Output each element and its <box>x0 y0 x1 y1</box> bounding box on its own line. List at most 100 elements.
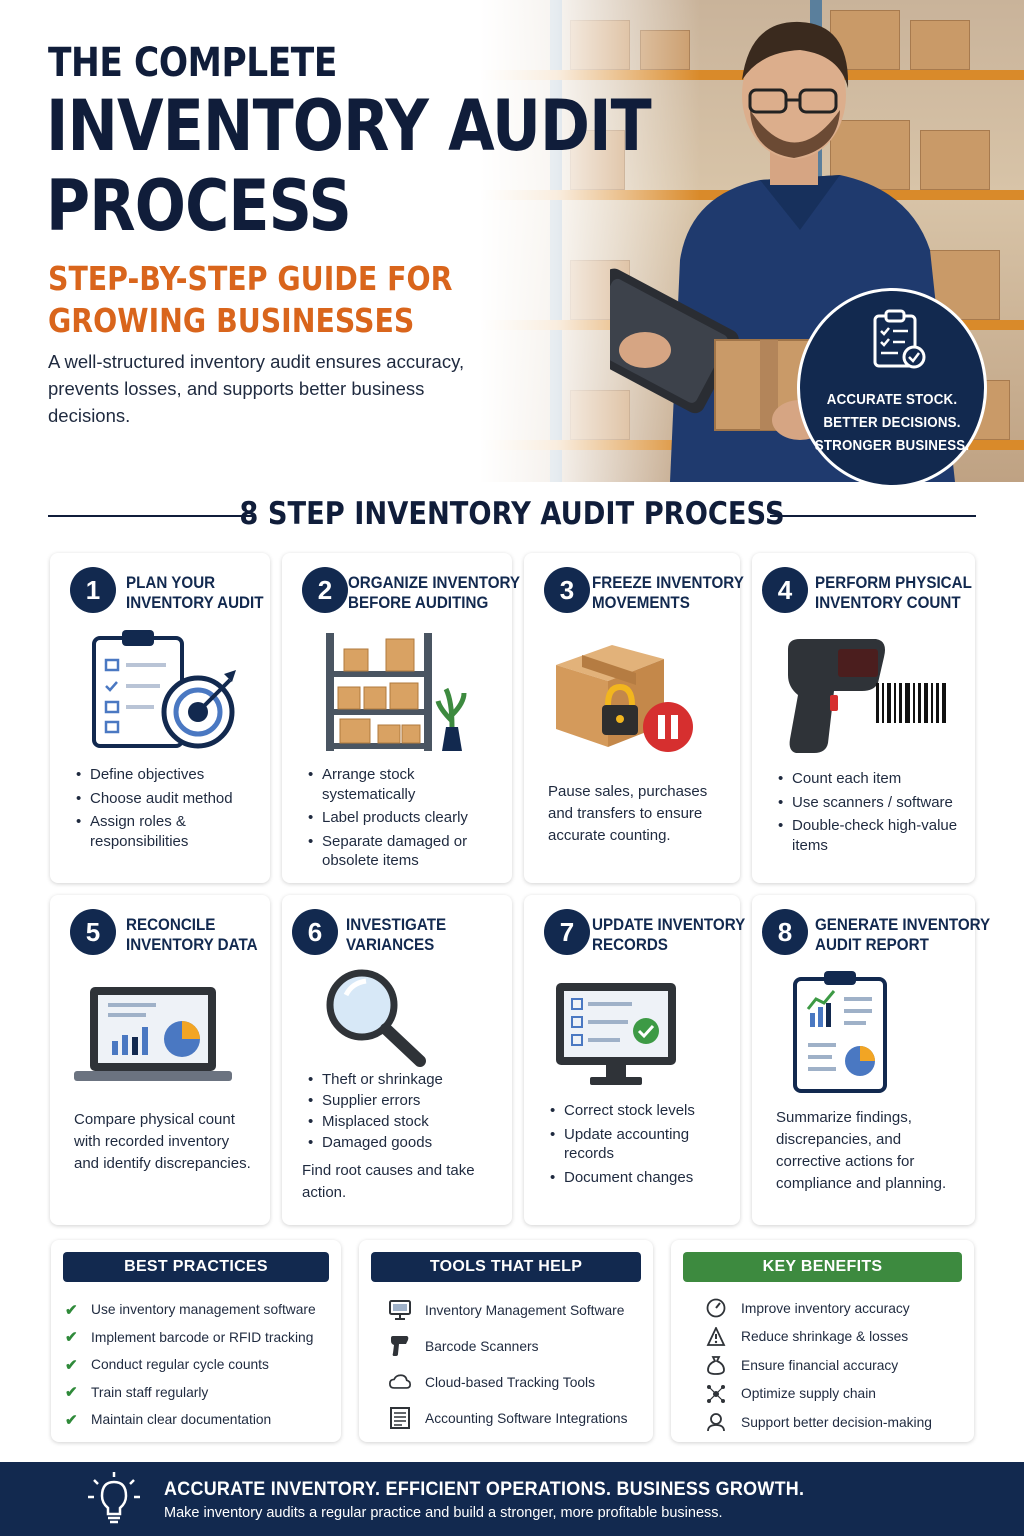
list-item: Misplaced stock <box>306 1113 502 1131</box>
cloud-icon <box>389 1371 411 1393</box>
network-icon <box>705 1383 727 1405</box>
step-bullets: Define objectives Choose audit method As… <box>74 765 260 855</box>
benefits-title: KEY BENEFITS <box>683 1252 962 1282</box>
badge-line-2: BETTER DECISIONS. <box>823 415 961 431</box>
step-bullets: Arrange stock systematically Label produ… <box>306 765 502 875</box>
list-item: Separate damaged or obsolete items <box>306 832 502 871</box>
step-card-3: 3 FREEZE INVENTORY MOVEMENTS Pause sales… <box>524 553 744 883</box>
step-title: PERFORM PHYSICAL INVENTORY COUNT <box>815 574 972 612</box>
slogan-badge: ACCURATE STOCK. BETTER DECISIONS. STRONG… <box>797 288 987 488</box>
list-item: ✔Maintain clear documentation <box>65 1411 272 1429</box>
step-title: UPDATE INVENTORY RECORDS <box>592 916 746 954</box>
section-heading: 8 STEP INVENTORY AUDIT PROCESS <box>239 496 785 532</box>
step-number: 4 <box>762 567 808 613</box>
report-clipboard-icon <box>793 971 887 1093</box>
footer-title: ACCURATE INVENTORY. EFFICIENT OPERATIONS… <box>164 1478 805 1500</box>
step-number: 3 <box>544 567 590 613</box>
step-title: RECONCILE INVENTORY DATA <box>126 916 258 954</box>
person-idea-icon <box>705 1411 727 1433</box>
list-item: Improve inventory accuracy <box>705 1294 966 1323</box>
step-title: GENERATE INVENTORY AUDIT REPORT <box>815 916 991 954</box>
tools-title: TOOLS THAT HELP <box>371 1252 641 1282</box>
shield-alert-icon <box>705 1326 727 1348</box>
step-number: 2 <box>302 567 348 613</box>
list-item: ✔Train staff regularly <box>65 1384 209 1402</box>
list-item: ✔Use inventory management software <box>65 1301 316 1319</box>
list-item: Assign roles & responsibilities <box>74 812 260 851</box>
list-item: Define objectives <box>74 765 260 785</box>
benefits-list: Improve inventory accuracy Reduce shrink… <box>705 1294 966 1437</box>
step-number: 5 <box>70 909 116 955</box>
step-title: PLAN YOUR INVENTORY AUDIT <box>126 574 264 612</box>
subtitle: STEP-BY-STEP GUIDE FOR GROWING BUSINESSE… <box>48 258 452 342</box>
footer-subtitle: Make inventory audits a regular practice… <box>164 1505 723 1521</box>
footer-banner: ACCURATE INVENTORY. EFFICIENT OPERATIONS… <box>0 1462 1024 1536</box>
check-icon: ✔ <box>65 1329 78 1347</box>
benefits-panel: KEY BENEFITS Improve inventory accuracy … <box>671 1240 974 1442</box>
laptop-charts-icon <box>74 987 232 1081</box>
list-item: Label products clearly <box>306 808 502 828</box>
step-card-1: 1 PLAN YOUR INVENTORY AUDIT Define objec… <box>50 553 270 883</box>
list-item: Update accounting records <box>548 1125 730 1164</box>
list-item: Barcode Scanners <box>389 1328 645 1364</box>
list-item: Double-check high-value items <box>776 816 965 855</box>
best-practices-list: ✔Use inventory management software ✔Impl… <box>65 1296 333 1434</box>
step-bullets: Count each item Use scanners / software … <box>776 769 965 859</box>
list-item: Theft or shrinkage <box>306 1071 502 1089</box>
list-item: Use scanners / software <box>776 793 965 813</box>
step-title: INVESTIGATE VARIANCES <box>346 916 447 954</box>
step-title: ORGANIZE INVENTORY BEFORE AUDITING <box>348 574 521 612</box>
checklist-clipboard-icon <box>873 309 926 369</box>
step-description: Compare physical count with recorded inv… <box>74 1111 251 1172</box>
step-card-6: 6 INVESTIGATE VARIANCES Theft or shrinka… <box>282 895 512 1225</box>
list-item: Document changes <box>548 1168 730 1188</box>
list-item: Inventory Management Software <box>389 1292 645 1328</box>
title-line-1: INVENTORY AUDIT <box>46 85 652 167</box>
lightbulb-icon <box>88 1472 140 1524</box>
list-item: ✔Conduct regular cycle counts <box>65 1356 269 1374</box>
shelving-boxes-icon <box>326 633 467 751</box>
tools-panel: TOOLS THAT HELP Inventory Management Sof… <box>359 1240 653 1442</box>
step-title: FREEZE INVENTORY MOVEMENTS <box>592 574 744 612</box>
list-item: Ensure financial accuracy <box>705 1351 966 1380</box>
step-card-5: 5 RECONCILE INVENTORY DATA Compare physi… <box>50 895 270 1225</box>
best-practices-panel: BEST PRACTICES ✔Use inventory management… <box>51 1240 341 1442</box>
divider-right <box>770 515 976 517</box>
list-item: Correct stock levels <box>548 1101 730 1121</box>
list-item: Arrange stock systematically <box>306 765 502 804</box>
list-item: Damaged goods <box>306 1134 502 1152</box>
step-card-4: 4 PERFORM PHYSICAL INVENTORY COUNT Count… <box>752 553 975 883</box>
step-card-2: 2 ORGANIZE INVENTORY BEFORE AUDITING Arr… <box>282 553 521 883</box>
subtitle-line-2: GROWING BUSINESSES <box>48 301 415 340</box>
step-number: 8 <box>762 909 808 955</box>
divider-left <box>48 515 254 517</box>
badge-line-1: ACCURATE STOCK. <box>826 392 958 408</box>
locked-box-pause-icon <box>556 645 693 752</box>
barcode-scanner-icon <box>788 639 946 753</box>
step-description: Summarize findings, discrepancies, and c… <box>776 1109 947 1192</box>
subtitle-line-1: STEP-BY-STEP GUIDE FOR <box>48 259 453 298</box>
list-item: ✔Implement barcode or RFID tracking <box>65 1329 314 1347</box>
badge-line-3: STRONGER BUSINESS. <box>814 438 970 454</box>
magnifying-glass-icon <box>326 969 426 1067</box>
list-item: Choose audit method <box>74 789 260 809</box>
spreadsheet-icon <box>389 1407 411 1429</box>
list-item: Supplier errors <box>306 1092 502 1110</box>
list-item: Support better decision-making <box>705 1408 966 1437</box>
step-card-7: 7 UPDATE INVENTORY RECORDS Correct stock… <box>524 895 746 1225</box>
step-bullets: Theft or shrinkage Supplier errors Mispl… <box>306 1071 502 1155</box>
step-bullets: Correct stock levels Update accounting r… <box>548 1101 730 1191</box>
intro-text: A well-structured inventory audit ensure… <box>48 351 465 426</box>
step-number: 6 <box>292 909 338 955</box>
check-icon: ✔ <box>65 1301 78 1319</box>
title-small: THE COMPLETE <box>48 40 337 86</box>
check-icon: ✔ <box>65 1411 78 1429</box>
list-item: Count each item <box>776 769 965 789</box>
step-number: 7 <box>544 909 590 955</box>
tools-list: Inventory Management Software Barcode Sc… <box>389 1292 645 1436</box>
clipboard-target-icon <box>92 630 236 749</box>
check-icon: ✔ <box>65 1384 78 1402</box>
list-item: Cloud-based Tracking Tools <box>389 1364 645 1400</box>
monitor-checklist-icon <box>556 983 676 1085</box>
title-line-2: PROCESS <box>46 165 352 247</box>
